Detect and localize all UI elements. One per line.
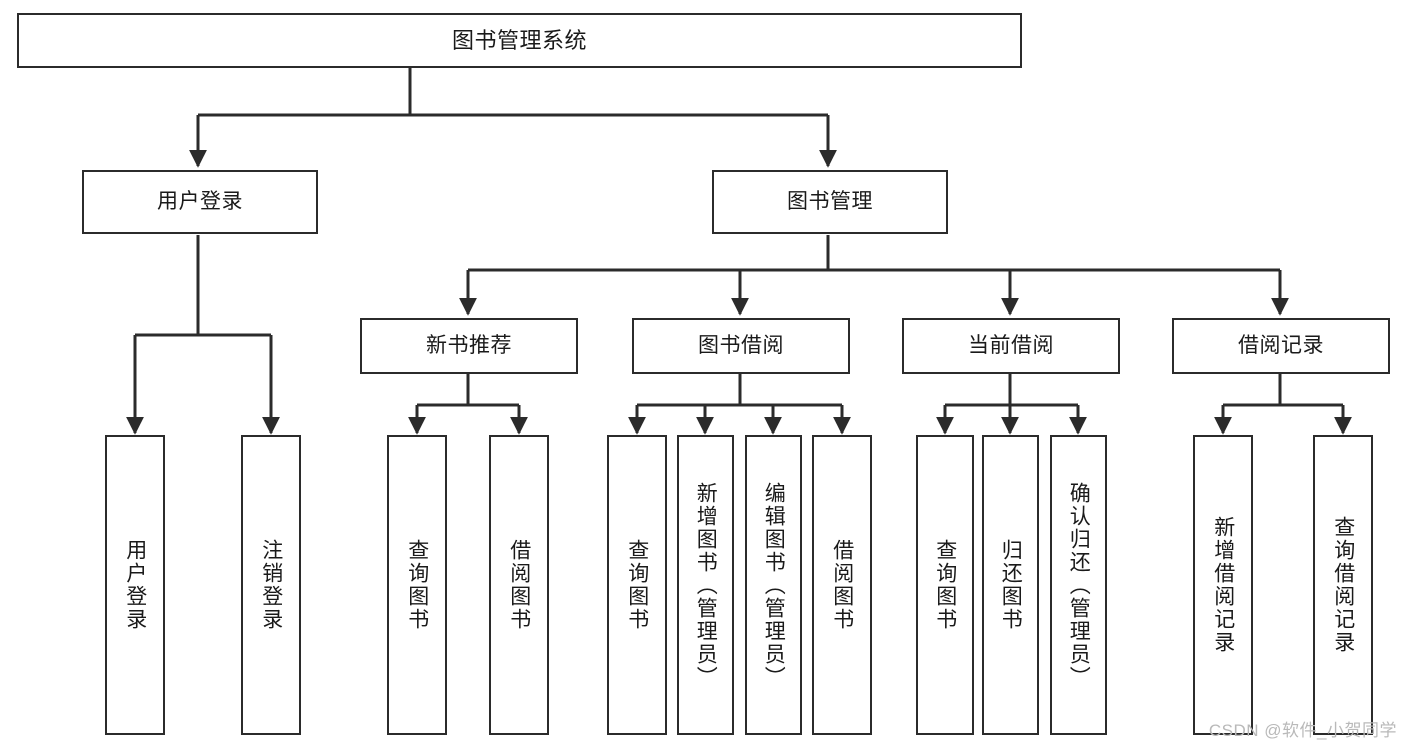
leaf-borrow-record-query[interactable]: 查询借阅记录 [1313,435,1373,735]
node-root[interactable]: 图书管理系统 [17,13,1022,68]
node-new-book-recommend[interactable]: 新书推荐 [360,318,578,374]
leaf-book-borrow-borrow[interactable]: 借阅图书 [812,435,872,735]
leaf-user-login-logout-label: 注销登录 [259,539,283,631]
node-root-label: 图书管理系统 [451,27,587,53]
leaf-current-borrow-confirm-label: 确认归还（管理员） [1067,481,1091,689]
leaf-user-login-logout[interactable]: 注销登录 [241,435,301,735]
leaf-book-borrow-edit-label: 编辑图书（管理员） [762,481,786,689]
node-borrow-record[interactable]: 借阅记录 [1172,318,1390,374]
leaf-book-borrow-edit[interactable]: 编辑图书（管理员） [745,435,802,735]
leaf-new-book-borrow[interactable]: 借阅图书 [489,435,549,735]
leaf-borrow-record-add-label: 新增借阅记录 [1211,516,1235,654]
leaf-new-book-borrow-label: 借阅图书 [507,539,531,631]
leaf-current-borrow-query-label: 查询图书 [933,539,957,631]
leaf-book-borrow-add-label: 新增图书（管理员） [694,481,718,689]
node-book-management-label: 图书管理 [787,189,873,213]
leaf-current-borrow-confirm[interactable]: 确认归还（管理员） [1050,435,1107,735]
node-current-borrow-label: 当前借阅 [968,333,1054,357]
node-new-book-recommend-label: 新书推荐 [426,333,512,357]
leaf-borrow-record-query-label: 查询借阅记录 [1331,516,1355,654]
node-current-borrow[interactable]: 当前借阅 [902,318,1120,374]
node-borrow-record-label: 借阅记录 [1238,333,1324,357]
leaf-new-book-query-label: 查询图书 [405,539,429,631]
leaf-current-borrow-return[interactable]: 归还图书 [982,435,1039,735]
leaf-current-borrow-query[interactable]: 查询图书 [916,435,974,735]
node-book-management[interactable]: 图书管理 [712,170,948,234]
node-book-borrow[interactable]: 图书借阅 [632,318,850,374]
node-book-borrow-label: 图书借阅 [698,333,784,357]
node-user-login-label: 用户登录 [157,189,243,213]
leaf-user-login-login-label: 用户登录 [123,539,147,631]
leaf-book-borrow-query-label: 查询图书 [625,539,649,631]
leaf-borrow-record-add[interactable]: 新增借阅记录 [1193,435,1253,735]
leaf-book-borrow-add[interactable]: 新增图书（管理员） [677,435,734,735]
node-user-login[interactable]: 用户登录 [82,170,318,234]
watermark: CSDN @软件_小贺同学 [1208,721,1397,740]
leaf-new-book-query[interactable]: 查询图书 [387,435,447,735]
leaf-current-borrow-return-label: 归还图书 [999,539,1023,631]
leaf-book-borrow-query[interactable]: 查询图书 [607,435,667,735]
leaf-book-borrow-borrow-label: 借阅图书 [830,539,854,631]
leaf-user-login-login[interactable]: 用户登录 [105,435,165,735]
